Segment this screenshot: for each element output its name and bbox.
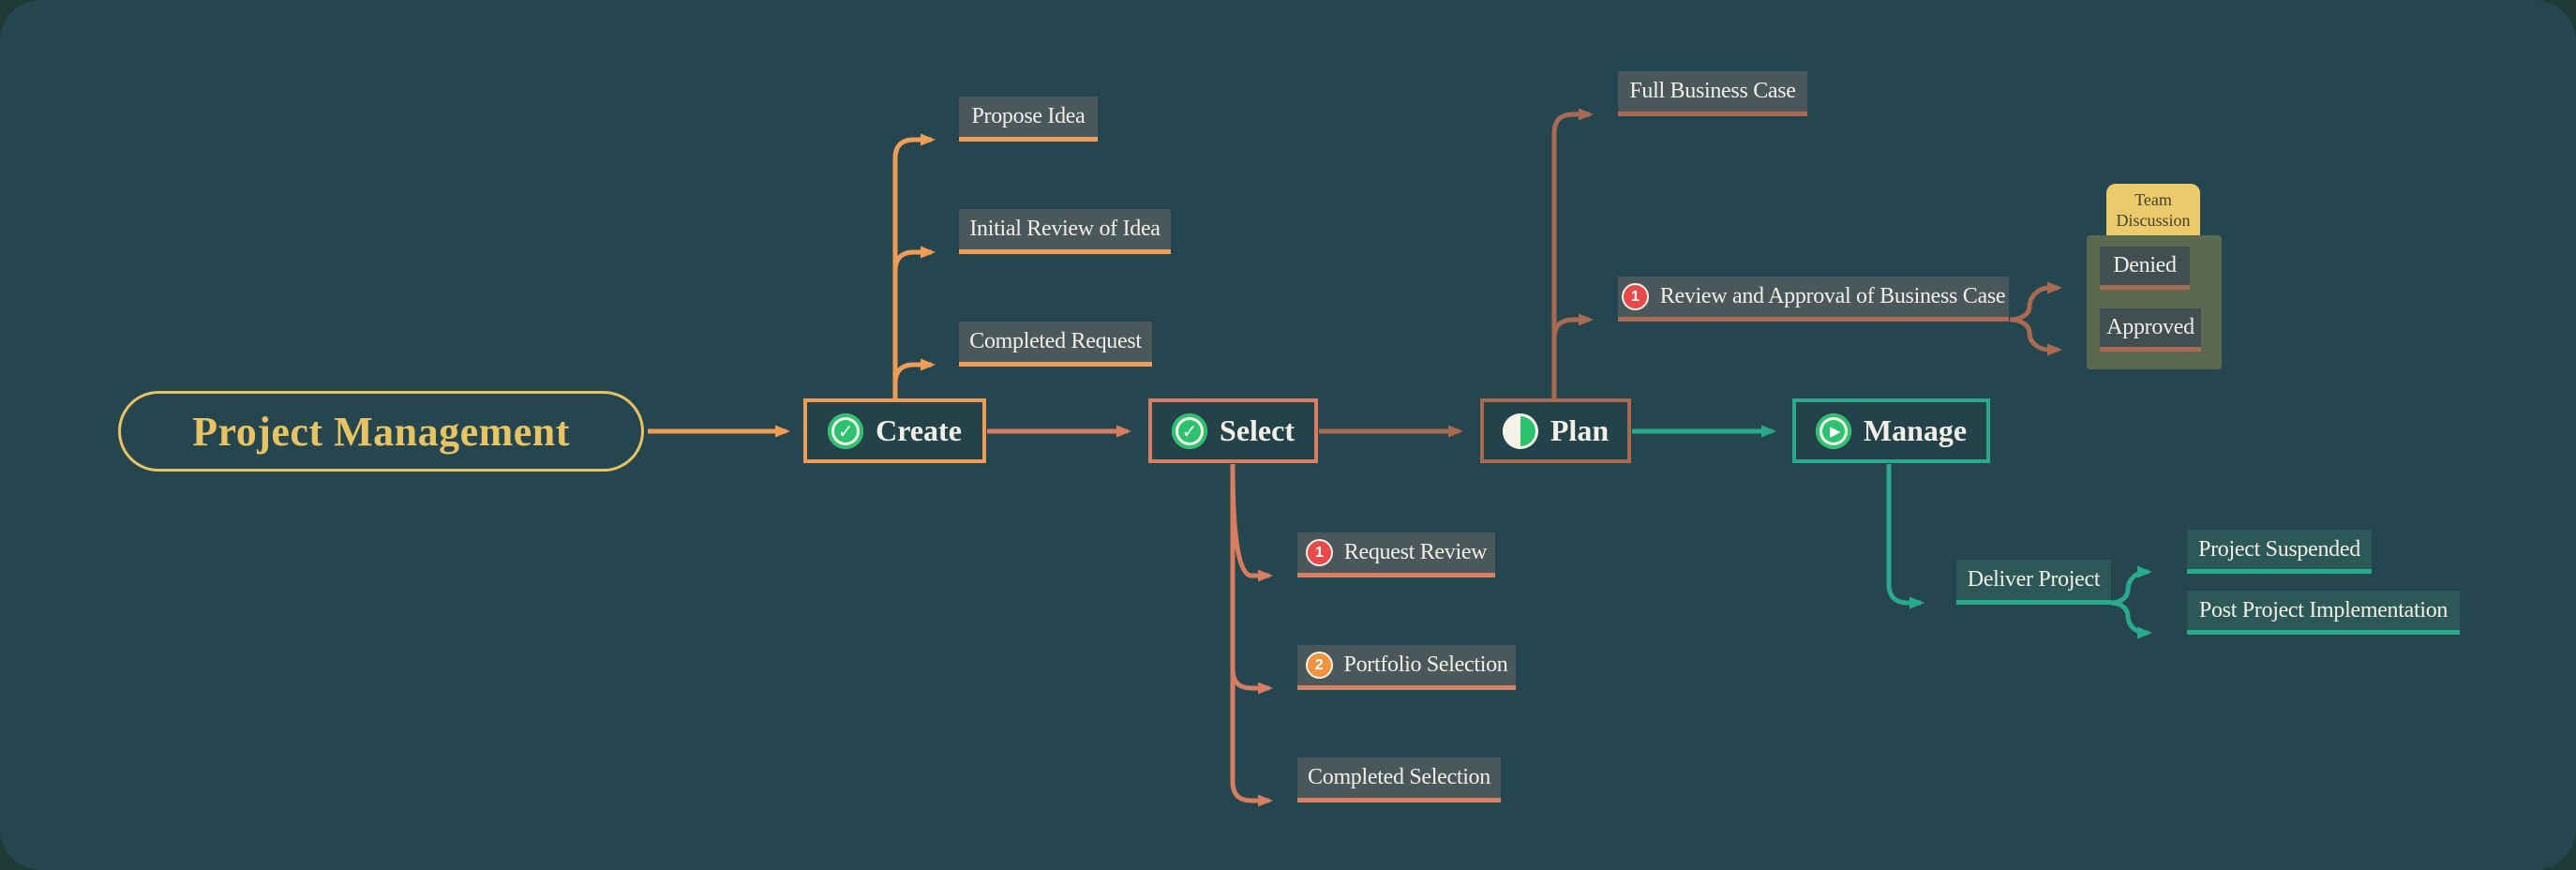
root-label: Project Management — [192, 408, 570, 455]
node-plan[interactable]: Plan — [1480, 398, 1631, 463]
half-circle-icon — [1502, 412, 1538, 449]
node-review-approval-business-case[interactable]: 1 Review and Approval of Business Case — [1618, 277, 2009, 322]
edge-deliver-post-project — [2110, 600, 2152, 639]
node-post-project-implementation[interactable]: Post Project Implementation — [2187, 591, 2460, 635]
node-full-business-case[interactable]: Full Business Case — [1618, 71, 1807, 116]
edge-create-initial-review — [892, 246, 936, 272]
node-label: Propose Idea — [971, 104, 1086, 128]
node-initial-review-of-idea[interactable]: Initial Review of Idea — [959, 209, 1171, 254]
node-completed-request[interactable]: Completed Request — [959, 322, 1152, 367]
priority-1-badge: 1 — [1305, 539, 1333, 566]
edge-plan-review-approval — [1551, 313, 1594, 339]
priority-2-badge: 2 — [1305, 652, 1333, 679]
node-portfolio-selection[interactable]: 2 Portfolio Selection — [1297, 645, 1516, 690]
root-node-project-management[interactable]: Project Management — [118, 391, 644, 472]
node-label: Post Project Implementation — [2198, 597, 2449, 622]
node-label: Request Review — [1343, 540, 1488, 564]
node-label: Portfolio Selection — [1343, 652, 1508, 677]
edge-create-completed-request — [892, 358, 936, 384]
edge-select-completed-selection — [1230, 464, 1273, 807]
node-project-suspended[interactable]: Project Suspended — [2187, 530, 2372, 574]
node-plan-label: Plan — [1550, 413, 1610, 447]
node-request-review[interactable]: 1 Request Review — [1297, 532, 1495, 578]
node-denied[interactable]: Denied — [2100, 247, 2190, 290]
node-label: Review and Approval of Business Case — [1659, 284, 2006, 308]
node-create[interactable]: ✓ Create — [803, 398, 986, 463]
node-label: Completed Request — [969, 329, 1142, 353]
node-manage-label: Manage — [1863, 413, 1968, 447]
edge-review-approved — [2009, 317, 2062, 356]
node-create-label: Create — [876, 413, 962, 447]
edge-plan-full-business-case — [1551, 108, 1594, 398]
edge-manage-deliver-project — [1886, 464, 1925, 609]
tab-label: Team Discussion — [2116, 189, 2191, 231]
node-select[interactable]: ✓ Select — [1148, 398, 1318, 463]
node-approved[interactable]: Approved — [2100, 308, 2201, 352]
edge-select-request-review — [1230, 463, 1273, 582]
node-label: Project Suspended — [2198, 536, 2360, 562]
priority-1-badge: 1 — [1621, 283, 1649, 310]
team-discussion-tab[interactable]: Team Discussion — [2106, 184, 2200, 236]
node-deliver-project[interactable]: Deliver Project — [1956, 560, 2111, 605]
edge-create-propose-idea — [892, 133, 936, 398]
node-propose-idea[interactable]: Propose Idea — [959, 97, 1098, 142]
edge-select-portfolio-selection — [1230, 668, 1273, 695]
node-label: Deliver Project — [1967, 567, 2101, 592]
edge-review-denied — [2009, 281, 2062, 322]
edge-deliver-project-suspended — [2110, 565, 2152, 606]
node-label: Full Business Case — [1629, 79, 1796, 103]
node-label: Denied — [2113, 253, 2177, 278]
node-label: Completed Selection — [1308, 765, 1490, 789]
node-completed-selection[interactable]: Completed Selection — [1297, 758, 1501, 802]
check-circle-icon: ✓ — [1172, 412, 1208, 449]
check-circle-icon: ✓ — [828, 412, 864, 449]
node-label: Initial Review of Idea — [969, 217, 1161, 241]
play-circle-icon: ▶ — [1815, 412, 1851, 449]
node-select-label: Select — [1220, 413, 1295, 447]
node-label: Approved — [2106, 315, 2194, 339]
node-manage[interactable]: ▶ Manage — [1792, 398, 1990, 463]
